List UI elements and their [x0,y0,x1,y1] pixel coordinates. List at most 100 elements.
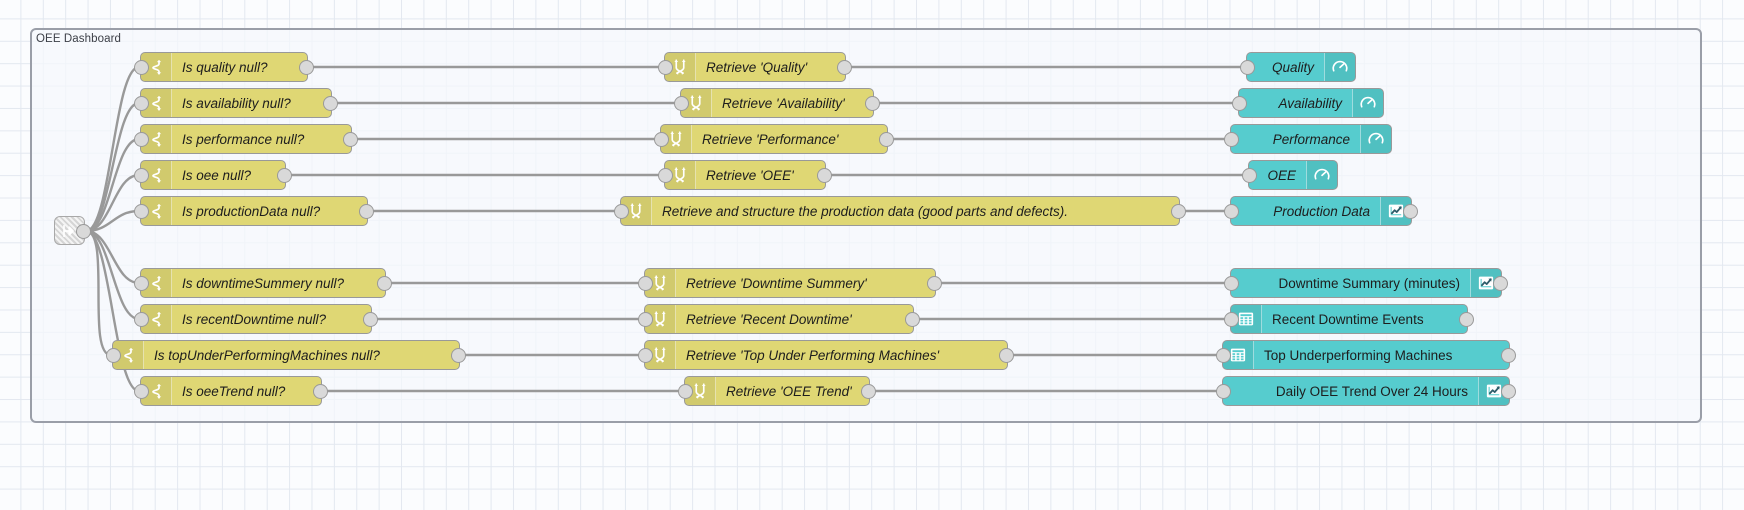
node-input-port[interactable] [1224,276,1239,291]
switch-node[interactable]: Is recentDowntime null? [134,304,378,334]
node-label: Is productionData null? [182,203,321,219]
node-input-port[interactable] [134,132,149,147]
node-input-port[interactable] [1232,96,1247,111]
node-input-port[interactable] [678,384,693,399]
node-label: Daily OEE Trend Over 24 Hours [1275,383,1468,399]
group-label: OEE Dashboard [36,33,122,45]
change-node[interactable]: Retrieve 'Quality' [658,52,852,82]
node-output-port[interactable] [1501,384,1516,399]
node-input-port[interactable] [1224,132,1239,147]
node-label: OEE [1267,167,1296,183]
node-input-port[interactable] [134,168,149,183]
node-output-port[interactable] [999,348,1014,363]
switch-branch-icon [152,276,162,291]
dashboard-node[interactable]: Availability [1232,88,1384,118]
node-output-port[interactable] [1493,276,1508,291]
switch-node[interactable]: Is oee null? [134,160,292,190]
node-input-port[interactable] [1242,168,1257,183]
node-label: Production Data [1273,203,1370,219]
node-output-port[interactable] [451,348,466,363]
node-input-port[interactable] [106,348,121,363]
node-input-port[interactable] [614,204,629,219]
change-swap-icon [654,311,666,327]
switch-node[interactable]: Is availability null? [134,88,338,118]
node-output-port[interactable] [277,168,292,183]
node-output-port[interactable] [1459,312,1474,327]
switch-node[interactable]: Is productionData null? [134,196,374,226]
node-input-port[interactable] [638,312,653,327]
switch-branch-icon [152,132,162,147]
dashboard-node[interactable]: Downtime Summary (minutes) [1224,268,1508,298]
node-input-port[interactable] [134,312,149,327]
node-output-port[interactable] [865,96,880,111]
node-output-port[interactable] [1171,204,1186,219]
dashboard-node[interactable]: Production Data [1224,196,1418,226]
node-input-port[interactable] [658,60,673,75]
node-label: Retrieve 'OEE' [706,167,794,183]
node-output-port[interactable] [323,96,338,111]
switch-branch-icon-box [113,341,144,369]
node-input-port[interactable] [1216,384,1231,399]
node-input-port[interactable] [1224,204,1239,219]
node-input-port[interactable] [134,96,149,111]
node-label: Is downtimeSummery null? [182,275,345,291]
change-node[interactable]: Retrieve and structure the production da… [614,196,1186,226]
change-node[interactable]: Retrieve 'Availability' [674,88,880,118]
node-output-port[interactable] [817,168,832,183]
link-in-node[interactable] [54,216,91,245]
node-input-port[interactable] [134,276,149,291]
node-input-port[interactable] [674,96,689,111]
dashboard-node[interactable]: Quality [1240,52,1356,82]
node-output-port[interactable] [861,384,876,399]
switch-node[interactable]: Is performance null? [134,124,358,154]
link-in-output-port[interactable] [76,223,91,239]
change-swap-icon [690,95,702,111]
node-label: Retrieve 'Downtime Summery' [686,275,867,291]
change-node[interactable]: Retrieve 'Top Under Performing Machines' [638,340,1014,370]
node-label: Is oeeTrend null? [182,383,286,399]
node-output-port[interactable] [1501,348,1516,363]
node-input-port[interactable] [1240,60,1255,75]
node-output-port[interactable] [905,312,920,327]
change-node[interactable]: Retrieve 'Downtime Summery' [638,268,942,298]
node-label: Is recentDowntime null? [182,311,327,327]
node-input-port[interactable] [134,60,149,75]
change-node[interactable]: Retrieve 'Performance' [654,124,894,154]
node-output-port[interactable] [299,60,314,75]
node-input-port[interactable] [134,204,149,219]
switch-node[interactable]: Is topUnderPerformingMachines null? [106,340,466,370]
change-node[interactable]: Retrieve 'Recent Downtime' [638,304,920,334]
switch-node[interactable]: Is quality null? [134,52,314,82]
dashboard-node[interactable]: Top Underperforming Machines [1216,340,1516,370]
node-output-port[interactable] [363,312,378,327]
dashboard-node[interactable]: Daily OEE Trend Over 24 Hours [1216,376,1516,406]
dashboard-node[interactable]: OEE [1242,160,1338,190]
node-output-port[interactable] [879,132,894,147]
switch-branch-icon [152,168,162,183]
node-input-port[interactable] [654,132,669,147]
node-label: Quality [1271,59,1314,75]
gauge-icon-box [1324,53,1355,81]
node-input-port[interactable] [1216,348,1231,363]
dashboard-node[interactable]: Performance [1224,124,1392,154]
change-node[interactable]: Retrieve 'OEE Trend' [678,376,876,406]
node-input-port[interactable] [1224,312,1239,327]
switch-node[interactable]: Is oeeTrend null? [134,376,328,406]
dashboard-node[interactable]: Recent Downtime Events [1224,304,1474,334]
node-input-port[interactable] [134,384,149,399]
node-output-port[interactable] [1403,204,1418,219]
node-input-port[interactable] [638,348,653,363]
node-output-port[interactable] [927,276,942,291]
node-label: Is availability null? [182,95,291,111]
change-node[interactable]: Retrieve 'OEE' [658,160,832,190]
node-input-port[interactable] [658,168,673,183]
node-output-port[interactable] [837,60,852,75]
node-output-port[interactable] [359,204,374,219]
node-output-port[interactable] [343,132,358,147]
switch-node[interactable]: Is downtimeSummery null? [134,268,392,298]
node-output-port[interactable] [313,384,328,399]
change-swap-icon [674,59,686,75]
node-output-port[interactable] [377,276,392,291]
node-input-port[interactable] [638,276,653,291]
